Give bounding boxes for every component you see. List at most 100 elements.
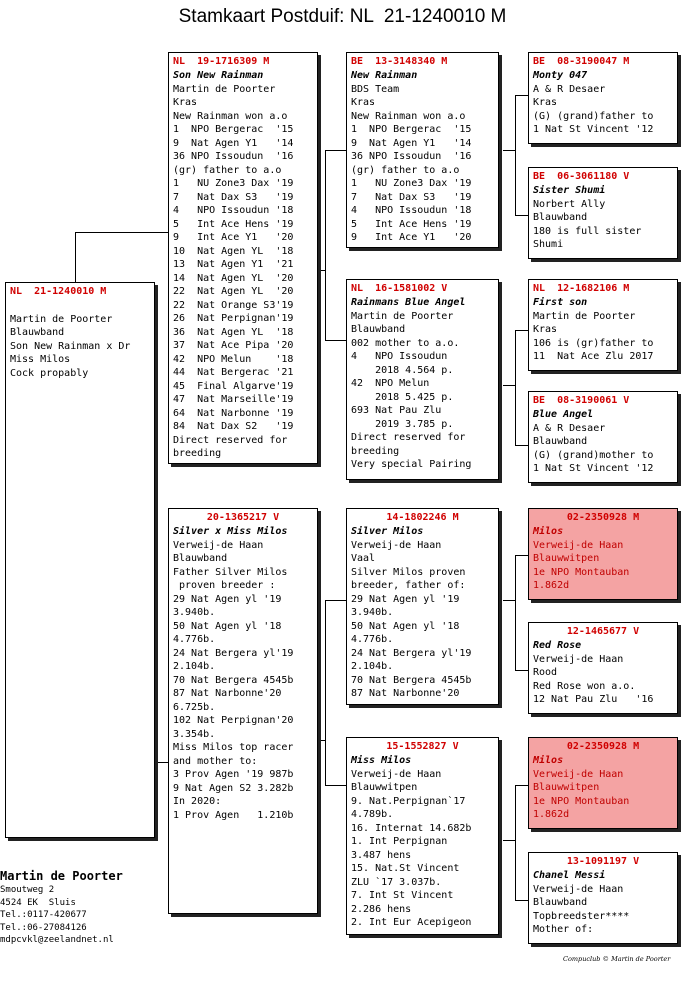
detail-line: 2018 5.425 p.: [351, 391, 454, 403]
detail-line: In 2020:: [173, 796, 222, 807]
detail-line: Miss Milos top racer: [173, 742, 294, 753]
connector-line: [503, 150, 516, 151]
detail-line: 26 Nat Perpignan'19: [173, 313, 294, 324]
detail-line: 64 Nat Narbonne '19: [173, 407, 294, 419]
connector-line: [325, 150, 326, 340]
owner-line: mdpcvkl@zeelandnet.nl: [0, 935, 114, 945]
detail-line: Vaal: [351, 553, 376, 564]
detail-line: 1 NPO Bergerac '15: [173, 124, 294, 135]
detail-line: Verweij-de Haan: [173, 539, 264, 551]
owner-name: Martin de Poorter: [0, 869, 123, 883]
detail-line: 15. Nat.St Vincent: [351, 863, 460, 874]
detail-line: BDS Team: [351, 83, 400, 95]
detail-line: 29 Nat Agen yl '19: [351, 593, 460, 605]
detail-line: 4 NPO Issoudun '18: [351, 205, 472, 216]
detail-line: 106 is (gr)father to: [533, 337, 654, 349]
pigeon-card-fm: NL 16-1581002 V Rainmans Blue Angel Mart…: [346, 279, 499, 480]
detail-line: [10, 299, 150, 313]
detail-line: Father Silver Milos: [173, 566, 288, 578]
pigeon-name: Miss Milos: [351, 755, 412, 766]
ring-number: 13-1091197 V: [566, 856, 640, 867]
detail-line: 4.776b.: [351, 634, 394, 645]
detail-line: Blauwwitpen: [533, 782, 600, 793]
pigeon-card-mother: 20-1365217 V Silver x Miss Milos Verweij…: [168, 508, 318, 914]
detail-line: 10 Nat Agen YL '18: [173, 245, 294, 257]
connector-line: [515, 785, 528, 786]
detail-line: 50 Nat Agen yl '18: [173, 620, 282, 632]
detail-line: Direct reserved for: [173, 434, 288, 446]
detail-line: 7 Nat Dax S3 '19: [351, 191, 472, 203]
detail-line: (G) (grand)father to: [533, 110, 654, 122]
detail-line: 3 Prov Agen '19 987b: [173, 769, 294, 780]
detail-line: proven breeder :: [173, 580, 276, 591]
detail-line: Verweij-de Haan: [533, 653, 624, 665]
connector-line: [75, 232, 168, 233]
connector-line: [515, 330, 528, 331]
pigeon-card-mf: 14-1802246 M Silver Milos Verweij-de Haa…: [346, 508, 499, 705]
detail-line: 36 NPO Issoudun '16: [173, 151, 294, 162]
connector-line: [515, 95, 528, 96]
detail-line: 42 NPO Melun '18: [173, 353, 294, 365]
connector-line: [325, 785, 346, 786]
detail-line: 3.940b.: [173, 607, 216, 618]
detail-line: 87 Nat Narbonne'20: [351, 688, 460, 699]
ring-number: 20-1365217 V: [206, 512, 280, 523]
pigeon-card-ffm: BE 06-3061180 V Sister Shumi Norbert All…: [528, 167, 678, 259]
detail-line: New Rainman won a.o: [351, 110, 466, 122]
ring-number: 15-1552827 V: [386, 741, 459, 752]
detail-line: Kras: [351, 97, 376, 108]
detail-line: 4 NPO Issoudun '18: [173, 205, 294, 216]
detail-line: Blauwband: [533, 897, 588, 908]
pigeon-name: Sister Shumi: [533, 185, 606, 196]
ring-number: NL 16-1581002 V: [351, 283, 448, 294]
detail-line: 37 Nat Ace Pipa '20: [173, 340, 294, 351]
detail-line: 50 Nat Agen yl '18: [351, 620, 460, 632]
detail-line: Blauwband: [10, 327, 65, 338]
detail-line: 70 Nat Bergera 4545b: [351, 674, 472, 686]
detail-line: breeding: [351, 445, 400, 457]
ring-number: NL 19-1716309 M: [173, 56, 270, 67]
detail-line: 3.940b.: [351, 607, 394, 618]
detail-line: Topbreedster****: [533, 910, 630, 922]
connector-line: [515, 330, 516, 445]
pigeon-name: Silver x Miss Milos: [173, 526, 288, 537]
detail-line: Verweij-de Haan: [533, 539, 624, 551]
pigeon-name: Milos: [533, 526, 564, 537]
detail-line: New Rainman won a.o: [173, 110, 288, 122]
pigeon-name: Blue Angel: [533, 409, 594, 420]
detail-line: 2019 3.785 p.: [351, 418, 454, 430]
detail-line: Martin de Poorter: [173, 83, 276, 95]
detail-line: Kras: [533, 97, 558, 108]
ring-number: 02-2350928 M: [566, 512, 640, 523]
detail-line: 1e NPO Montauban: [533, 795, 630, 807]
owner-line: Tel.:06-27084126: [0, 922, 87, 933]
owner-line: 4524 EK Sluis: [0, 897, 76, 908]
connector-line: [75, 232, 76, 286]
ring-number: NL 12-1682106 M: [533, 283, 630, 294]
detail-line: 002 mother to a.o.: [351, 337, 460, 349]
detail-line: Direct reserved for: [351, 432, 466, 443]
detail-line: 1.862d: [533, 809, 570, 820]
ring-number: BE 06-3061180 V: [533, 171, 630, 182]
detail-line: 1.862d: [533, 580, 570, 591]
connector-line: [515, 215, 528, 216]
ring-number: BE 08-3190061 V: [533, 395, 630, 406]
detail-line: 6.725b.: [173, 701, 216, 713]
connector-line: [503, 600, 516, 601]
detail-line: 45 Final Algarve'19: [173, 380, 294, 392]
detail-line: 47 Nat Marseille'19: [173, 394, 294, 405]
